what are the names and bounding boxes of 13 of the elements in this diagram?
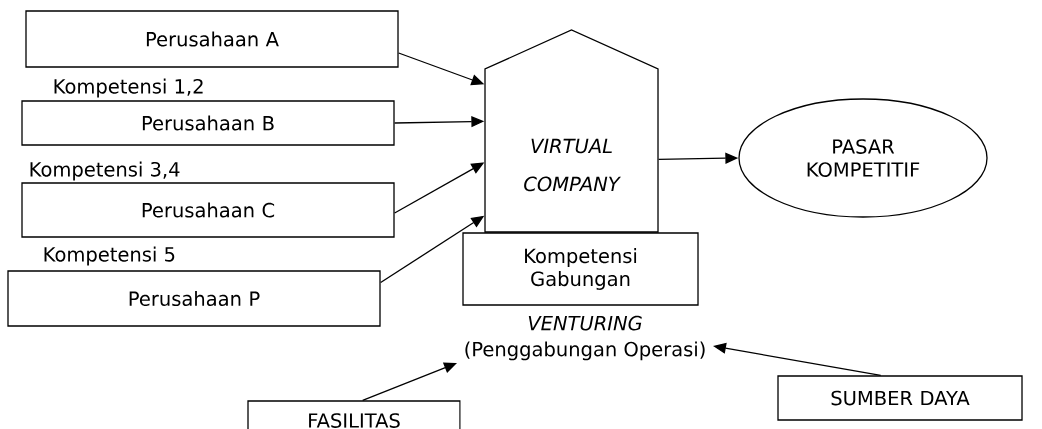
arrow [362, 362, 457, 401]
process-box: Perusahaan P [7, 270, 381, 327]
text-label: VENTURING (Penggabungan Operasi) [465, 315, 705, 361]
process-box: Perusahaan C [21, 182, 395, 238]
process-box: SUMBER DAYA [777, 375, 1023, 421]
process-box: Perusahaan A [25, 10, 399, 68]
process-box: FASILITAS [247, 400, 461, 429]
process-box: Kompetensi Gabungan [462, 232, 699, 306]
arrow [713, 342, 882, 376]
competence-label: Kompetensi 1,2 [54, 78, 203, 98]
process-box: Perusahaan B [21, 100, 395, 146]
competence-label: Kompetensi 5 [44, 246, 175, 266]
competence-label: Kompetensi 3,4 [30, 161, 180, 181]
